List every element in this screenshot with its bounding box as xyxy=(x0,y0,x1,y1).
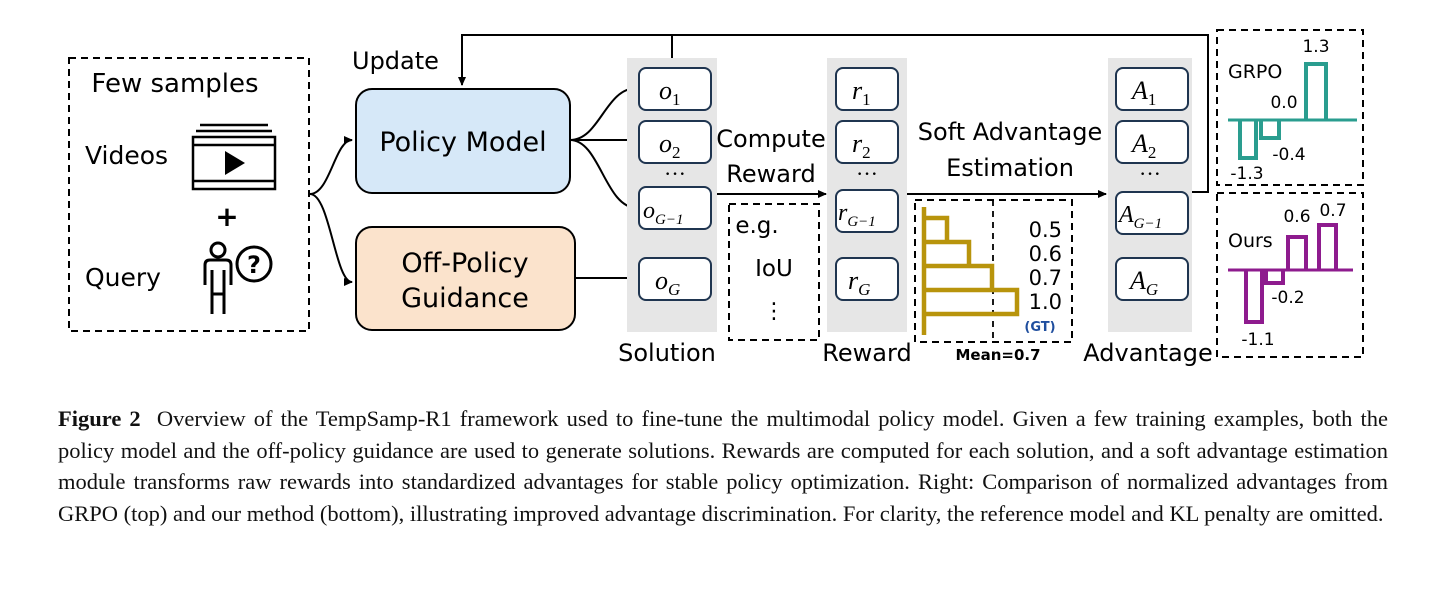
adv-val-1: 0.6 xyxy=(1029,242,1062,266)
grpo-bars xyxy=(1238,62,1328,160)
arrow-to-offpolicy xyxy=(309,193,353,286)
reward-r1 xyxy=(835,67,899,111)
solution-o2-text: o2 xyxy=(659,129,681,162)
reward-rG-text: rG xyxy=(848,266,870,299)
advantage-A2-text: A2 xyxy=(1130,129,1156,162)
reward-r2 xyxy=(835,120,899,164)
ours-label: Ours xyxy=(1228,230,1273,252)
framework-diagram: Few samples Videos + Query ? Update Poli… xyxy=(68,29,1364,367)
advantage-A2 xyxy=(1115,120,1189,164)
solution-label: Solution xyxy=(618,339,716,367)
reward-rG1-text: rG−1 xyxy=(838,200,876,230)
off-policy-label-2: Guidance xyxy=(401,283,529,314)
eg-label: e.g. xyxy=(735,213,778,239)
reward-items: r1 r2 ··· rG−1 rG xyxy=(835,67,899,301)
reward-dots: ··· xyxy=(856,161,878,186)
advantage-A1-text: A1 xyxy=(1130,76,1156,109)
arrow-oG1 xyxy=(569,139,638,212)
advantage-AG1 xyxy=(1115,191,1189,235)
gt-label: (GT) xyxy=(1024,320,1055,335)
advantage-dots: ··· xyxy=(1139,161,1161,186)
grpo-label: GRPO xyxy=(1228,61,1282,83)
grpo-val-0: 1.3 xyxy=(1302,37,1329,57)
compute-reward-1: Compute xyxy=(716,125,825,153)
solution-oG-text: oG xyxy=(655,266,680,299)
iou-label: IoU xyxy=(755,256,793,282)
grpo-val-1: 0.0 xyxy=(1270,93,1297,113)
reward-rG1 xyxy=(835,189,899,233)
soft-adv-1: Soft Advantage xyxy=(918,118,1102,146)
advantage-AG-text: AG xyxy=(1128,266,1158,299)
adv-val-0: 0.5 xyxy=(1029,218,1062,242)
grpo-val-2: -0.4 xyxy=(1272,145,1305,165)
video-icon xyxy=(191,123,277,191)
solution-items: o1 o2 ··· oG−1 oG xyxy=(638,67,712,301)
compute-reward-2: Reward xyxy=(726,160,815,188)
reward-label: Reward xyxy=(822,339,911,367)
eg-vdots: ⋮ xyxy=(763,299,785,324)
caption-label: Figure 2 xyxy=(58,406,141,431)
off-policy-label-1: Off-Policy xyxy=(401,248,528,279)
grpo-val-3: -1.3 xyxy=(1230,164,1263,184)
solution-o1 xyxy=(638,67,712,111)
solution-oG1-text: oG−1 xyxy=(643,198,683,228)
figure-caption: Figure 2 Overview of the TempSamp-R1 fra… xyxy=(58,403,1388,529)
advantage-label: Advantage xyxy=(1083,339,1212,367)
ours-val-0: 0.6 xyxy=(1283,207,1310,227)
videos-label: Videos xyxy=(85,141,168,170)
update-feedback-line xyxy=(672,34,1209,193)
update-arrow xyxy=(458,34,673,86)
reward-r1-text: r1 xyxy=(852,76,871,109)
grpo-panel xyxy=(1216,29,1364,186)
update-label: Update xyxy=(352,47,439,75)
solution-oG xyxy=(638,257,712,301)
advantage-AG xyxy=(1115,257,1189,301)
solution-o1-text: o1 xyxy=(659,76,681,109)
policy-model-label: Policy Model xyxy=(379,127,546,158)
caption-text: Overview of the TempSamp-R1 framework us… xyxy=(58,406,1389,526)
reward-rG xyxy=(835,257,899,301)
adv-val-2: 0.7 xyxy=(1029,266,1062,290)
solution-o2 xyxy=(638,120,712,164)
soft-adv-2: Estimation xyxy=(946,154,1074,182)
plus-sign: + xyxy=(215,200,238,233)
ours-val-1: 0.7 xyxy=(1319,201,1346,221)
solution-dots: ··· xyxy=(664,161,686,186)
adv-val-3: 1.0 xyxy=(1029,290,1062,314)
ours-panel xyxy=(1216,192,1364,358)
ours-bars xyxy=(1244,223,1338,324)
ours-val-3: -1.1 xyxy=(1241,330,1274,350)
svg-text:?: ? xyxy=(247,251,261,279)
eg-box xyxy=(728,203,820,341)
advantage-AG1-text: AG−1 xyxy=(1117,202,1162,232)
solution-oG1 xyxy=(638,186,712,230)
advantage-items: A1 A2 ··· AG−1 AG xyxy=(1115,67,1189,301)
ours-val-2: -0.2 xyxy=(1271,288,1304,308)
query-label: Query xyxy=(85,263,161,292)
few-samples-title: Few samples xyxy=(91,69,258,99)
input-box xyxy=(68,57,310,332)
advantage-A1 xyxy=(1115,67,1189,111)
person-question-icon: ? xyxy=(203,241,273,314)
arrow-o1 xyxy=(569,84,638,141)
mean-label: Mean=0.7 xyxy=(955,346,1040,364)
reward-histogram xyxy=(921,207,1020,335)
arrow-to-policy xyxy=(309,136,353,195)
reward-r2-text: r2 xyxy=(852,129,871,162)
